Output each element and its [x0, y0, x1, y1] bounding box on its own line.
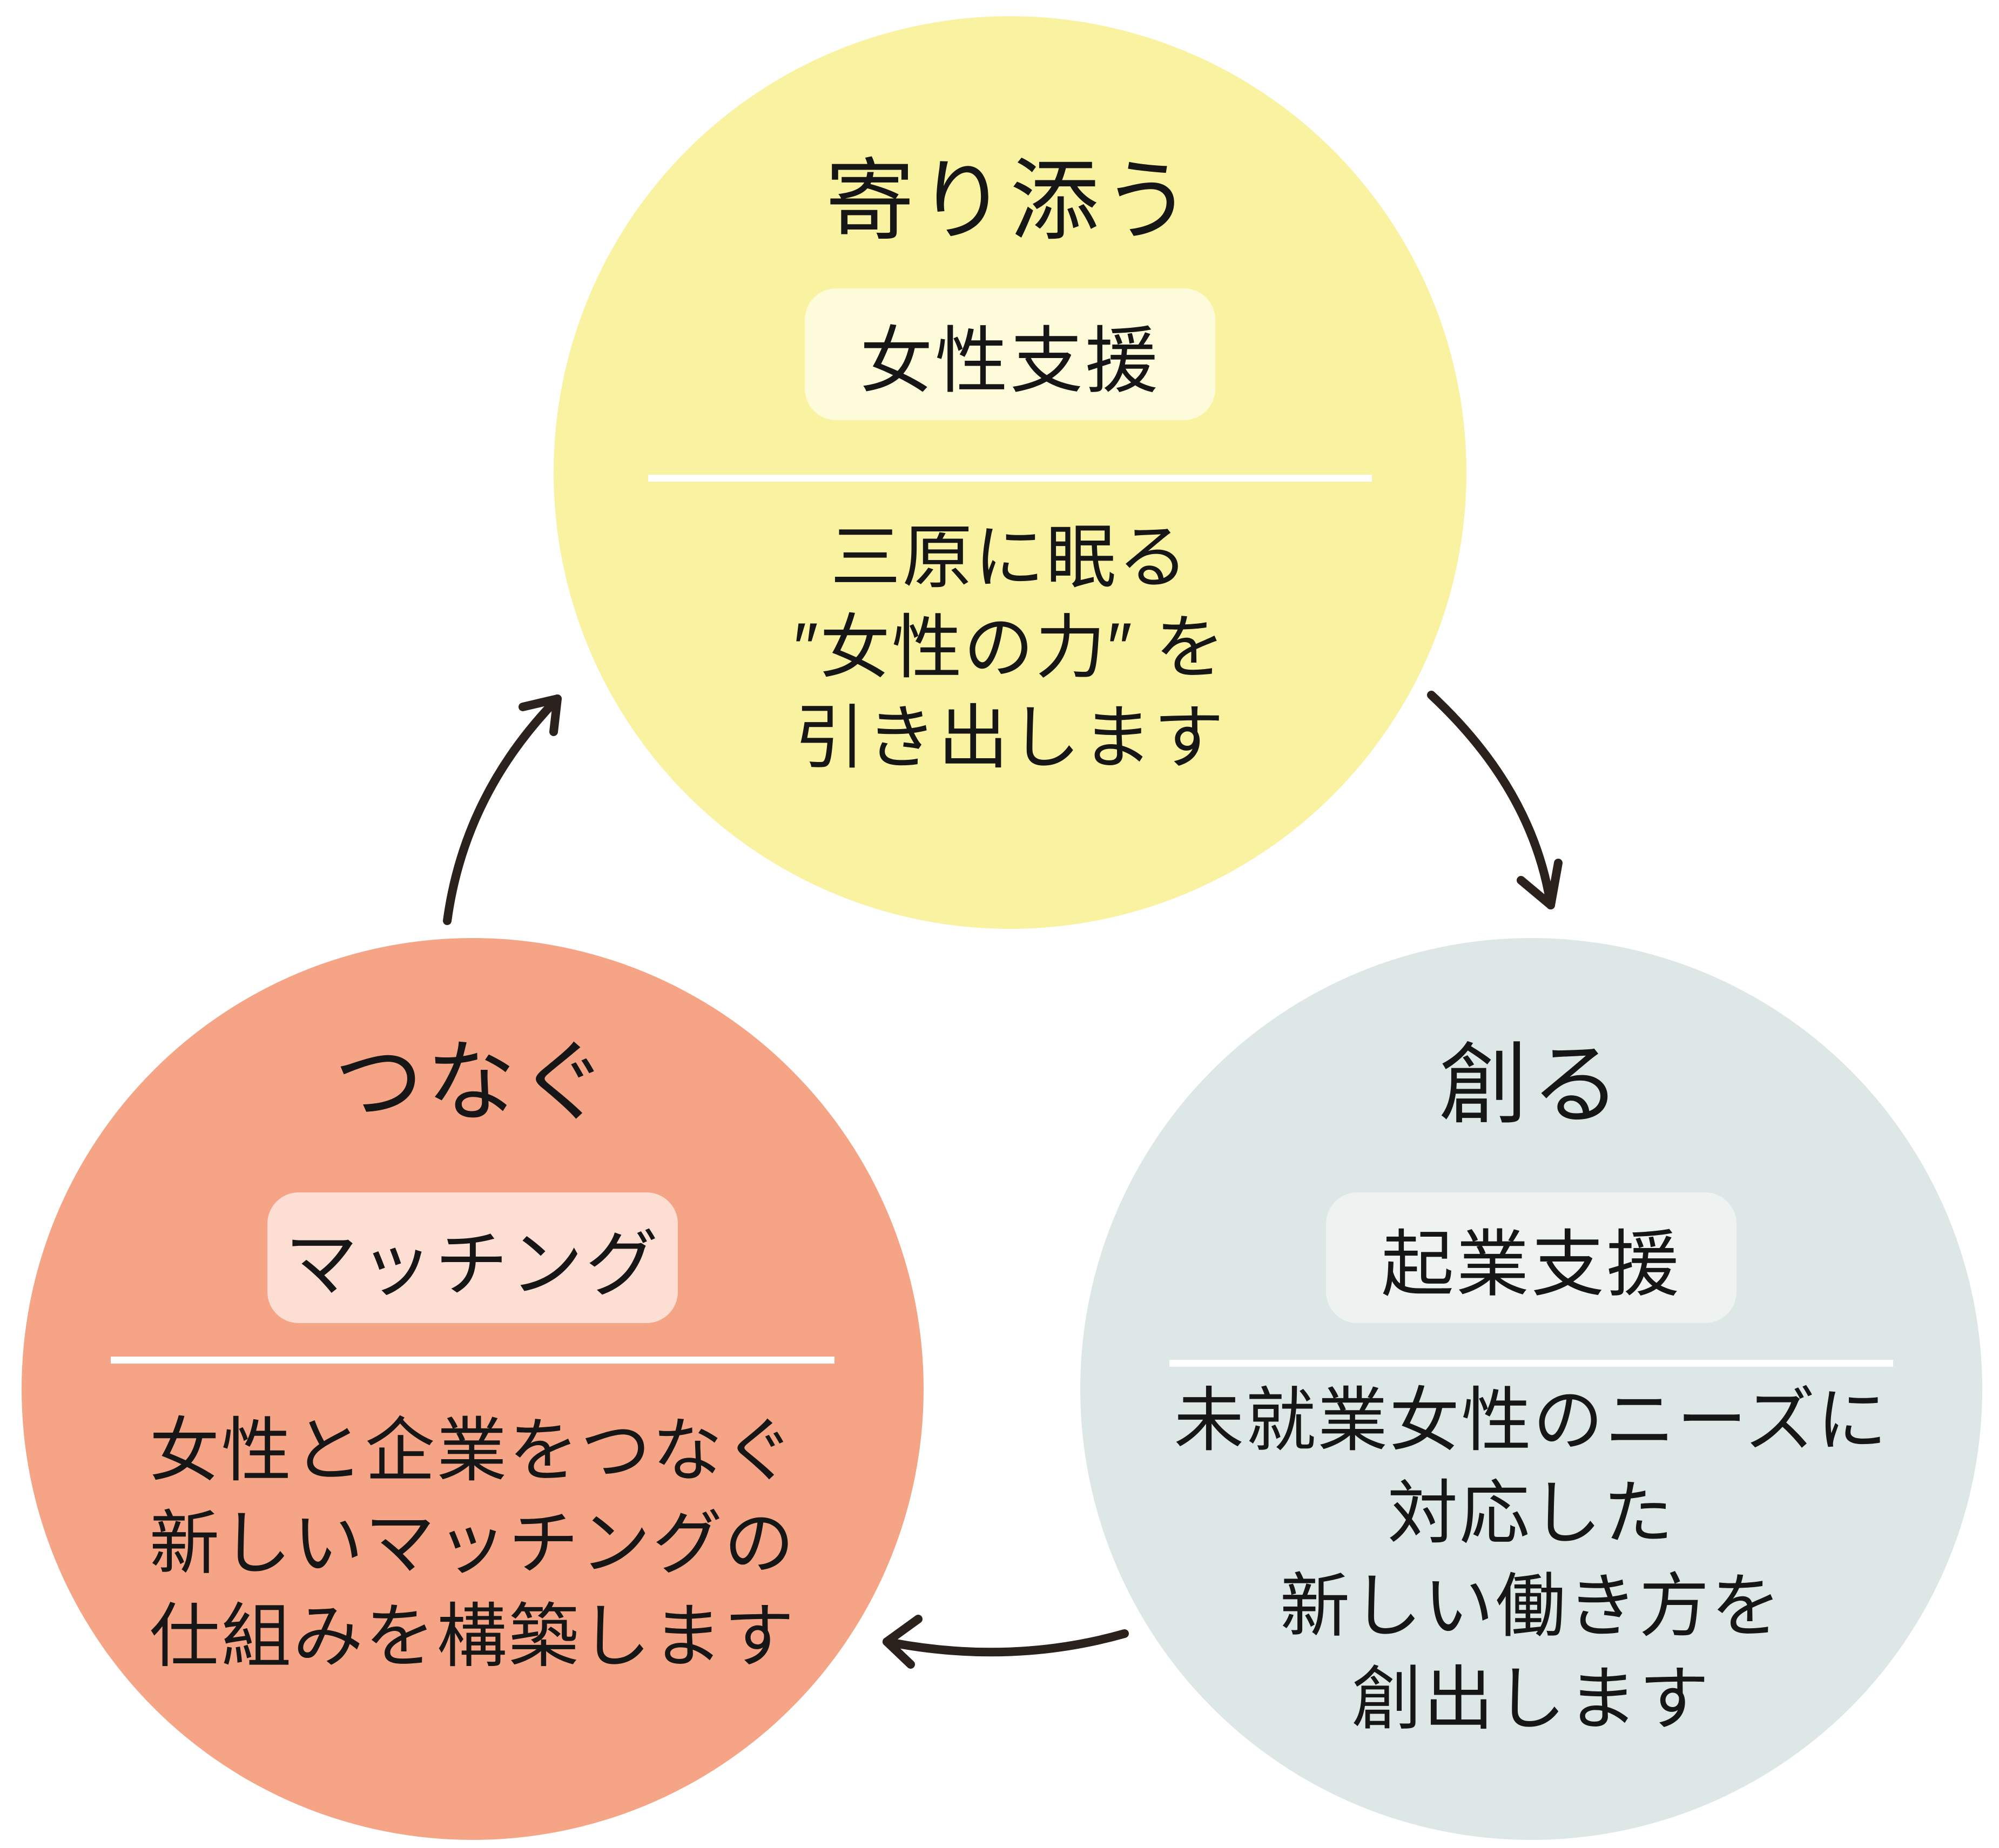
body-line: 女性と企業をつなぐ — [149, 1411, 796, 1490]
badge-josei-shien-label: 女性支援 — [860, 320, 1160, 402]
body-line: ″女性の力″ を — [793, 608, 1227, 687]
circle-tsukuru: 創る 起業支援 未就業女性のニーズに 対応した 新しい働き方を 創出します — [1080, 938, 1982, 1840]
circle-yorisou-title: 寄り添う — [825, 151, 1195, 251]
circle-tsukuru-title: 創る — [1439, 1035, 1624, 1135]
circle-tsunagu-description: 女性と企業をつなぐ 新しいマッチングの 仕組みを構築します — [22, 1404, 924, 1683]
arrow-left-to-top-icon — [443, 694, 562, 925]
divider-line — [111, 1357, 834, 1364]
divider-line — [648, 475, 1372, 482]
arrow-left-to-top-head-a — [519, 694, 562, 711]
badge-kigyo-shien: 起業支援 — [1326, 1192, 1736, 1323]
arrow-top-to-right-head-a — [1517, 876, 1555, 909]
badge-matching-label: マッチング — [285, 1224, 661, 1305]
body-line: 未就業女性のニーズに — [1174, 1381, 1889, 1460]
divider-line — [1169, 1360, 1893, 1367]
body-line: 三原に眠る — [830, 518, 1190, 597]
arrow-top-to-right-head-b — [1546, 859, 1563, 909]
circle-tsunagu-title: つなぐ — [334, 1033, 611, 1132]
body-line: 引き出します — [794, 698, 1226, 777]
badge-josei-shien: 女性支援 — [805, 288, 1215, 420]
circle-yorisou-description: 三原に眠る ″女性の力″ を 引き出します — [554, 512, 1466, 783]
circle-tsukuru-description: 未就業女性のニーズに 対応した 新しい働き方を 創出します — [1080, 1374, 1982, 1745]
body-line: 新しい働き方を — [1280, 1567, 1783, 1645]
body-line: 新しいマッチングの — [149, 1504, 796, 1583]
badge-kigyo-shien-label: 起業支援 — [1381, 1224, 1681, 1305]
body-line: 仕組みを構築します — [149, 1597, 796, 1676]
badge-matching: マッチング — [267, 1192, 678, 1323]
body-line: 対応した — [1387, 1474, 1675, 1553]
arrow-left-to-top-shaft — [443, 694, 562, 925]
circle-yorisou: 寄り添う 女性支援 三原に眠る ″女性の力″ を 引き出します — [554, 16, 1466, 929]
body-line: 創出します — [1351, 1660, 1711, 1738]
circle-tsunagu: つなぐ マッチング 女性と企業をつなぐ 新しいマッチングの 仕組みを構築します — [22, 938, 924, 1840]
